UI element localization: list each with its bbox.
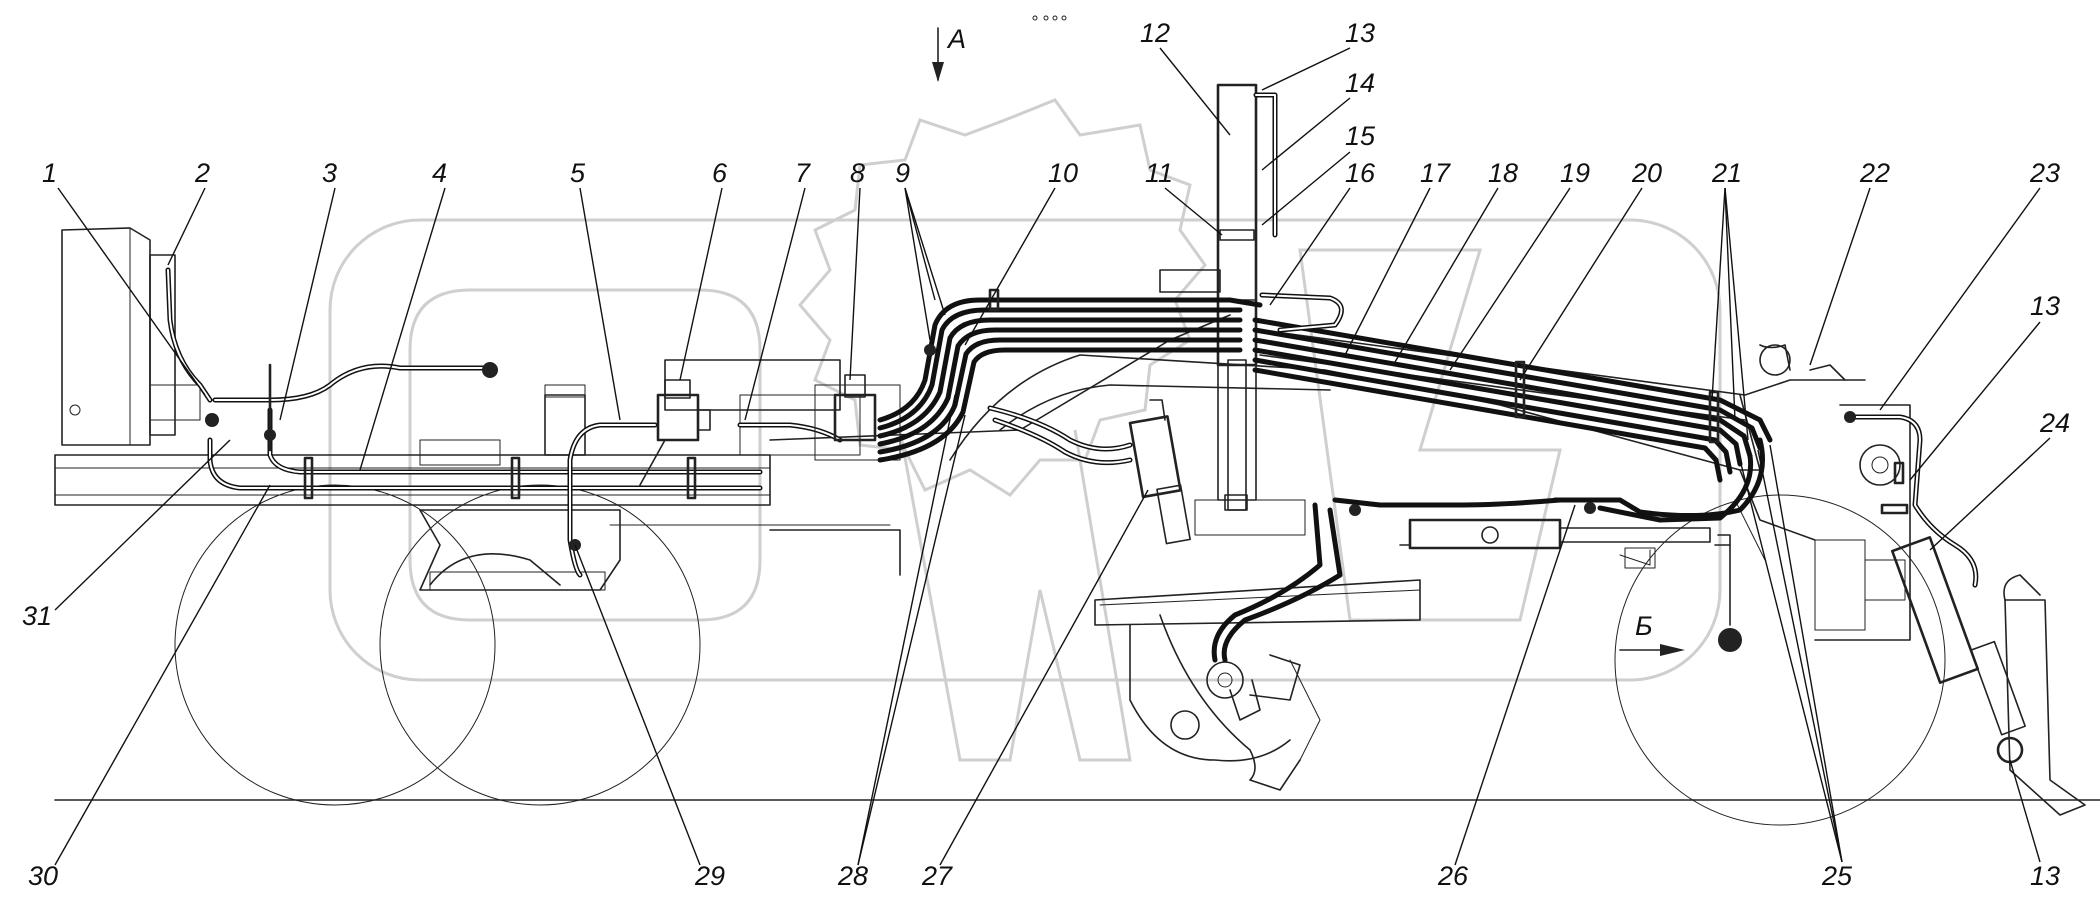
- callout-4: 4: [359, 158, 447, 471]
- callout-8: 8: [849, 158, 865, 381]
- engine-block: [61, 227, 201, 446]
- pendulum-weight: [1718, 544, 1742, 652]
- svg-text:11: 11: [1145, 158, 1173, 188]
- svg-text:27: 27: [921, 861, 953, 891]
- svg-text:4: 4: [432, 158, 447, 188]
- callout-10: 10: [964, 158, 1078, 346]
- view-arrow-a: А: [932, 24, 966, 82]
- svg-text:28: 28: [837, 861, 868, 891]
- svg-text:17: 17: [1420, 158, 1451, 188]
- svg-text:13: 13: [2030, 291, 2060, 321]
- callout-7: 7: [744, 158, 811, 421]
- callout-5: 5: [570, 158, 621, 421]
- callout-31: 31: [22, 439, 231, 631]
- callout-23: 23: [1879, 158, 2060, 411]
- callout-2: 2: [167, 158, 210, 266]
- callout-22: 22: [1809, 158, 1890, 366]
- svg-text:14: 14: [1345, 68, 1375, 98]
- svg-text:12: 12: [1140, 18, 1170, 48]
- svg-text:26: 26: [1437, 861, 1469, 891]
- side-shift-cylinder: [1399, 518, 1731, 569]
- svg-text:13: 13: [1345, 18, 1375, 48]
- callout-19: 19: [1449, 158, 1590, 371]
- svg-text:10: 10: [1048, 158, 1078, 188]
- svg-text:2: 2: [194, 158, 210, 188]
- callout-1: 1: [42, 158, 206, 396]
- watermark: [328, 98, 1722, 762]
- callout-20: 20: [1519, 158, 1662, 381]
- callout-12: 12: [1140, 18, 1231, 136]
- callout-25: 25: [1739, 444, 1853, 891]
- callout-13-top: 13: [1261, 18, 1375, 91]
- svg-text:9: 9: [895, 158, 910, 188]
- callout-11: 11: [1145, 158, 1223, 236]
- wheels: [174, 484, 1946, 826]
- svg-text:22: 22: [1859, 158, 1890, 188]
- callout-3: 3: [279, 158, 337, 421]
- callout-28: 28: [837, 394, 966, 891]
- callout-21: 21: [1711, 158, 1749, 441]
- svg-text:3: 3: [322, 158, 337, 188]
- svg-text:30: 30: [28, 861, 58, 891]
- svg-text:18: 18: [1488, 158, 1518, 188]
- callout-30: 30: [28, 484, 271, 891]
- scale-dots: [1032, 15, 1067, 21]
- svg-text:29: 29: [694, 861, 725, 891]
- blade-assembly: [1094, 579, 1421, 791]
- svg-text:24: 24: [2039, 408, 2070, 438]
- callout-9: 9: [895, 158, 946, 341]
- callouts-top: 1 2 3 4 5 6 7 8: [42, 18, 2070, 551]
- view-arrow-b: Б: [1619, 611, 1685, 656]
- front-ram: [1890, 536, 2086, 816]
- callout-24: 24: [1929, 408, 2070, 551]
- callout-15: 15: [1261, 121, 1376, 226]
- svg-text:16: 16: [1345, 158, 1376, 188]
- view-label-a: А: [946, 24, 966, 54]
- svg-text:5: 5: [570, 158, 586, 188]
- callout-18: 18: [1394, 158, 1518, 363]
- callout-29: 29: [574, 544, 725, 891]
- callout-13-right: 13: [1909, 291, 2060, 481]
- svg-text:23: 23: [2029, 158, 2060, 188]
- svg-text:15: 15: [1345, 121, 1376, 151]
- callout-14: 14: [1261, 68, 1375, 171]
- svg-text:25: 25: [1821, 861, 1853, 891]
- svg-text:19: 19: [1560, 158, 1590, 188]
- center-cylinder: [1128, 399, 1306, 545]
- view-label-b: Б: [1635, 611, 1653, 641]
- svg-text:21: 21: [1711, 158, 1742, 188]
- svg-text:31: 31: [22, 601, 52, 631]
- hydraulic-lines: [165, 267, 1979, 663]
- callout-26: 26: [1437, 504, 1576, 891]
- callout-6: 6: [679, 158, 728, 381]
- callouts-bottom: 31 30 29 28 27 26 25: [22, 394, 2060, 891]
- svg-text:13: 13: [2030, 861, 2060, 891]
- callout-13-bottom: 13: [2009, 759, 2060, 891]
- callout-16: 16: [1269, 158, 1376, 306]
- svg-text:7: 7: [795, 158, 811, 188]
- svg-text:8: 8: [850, 158, 865, 188]
- main-frame: [54, 314, 1231, 591]
- svg-text:20: 20: [1631, 158, 1662, 188]
- callout-17: 17: [1344, 158, 1451, 356]
- boom: [949, 329, 1911, 641]
- svg-text:1: 1: [42, 158, 57, 188]
- callout-27: 27: [921, 489, 1149, 891]
- svg-text:6: 6: [712, 158, 728, 188]
